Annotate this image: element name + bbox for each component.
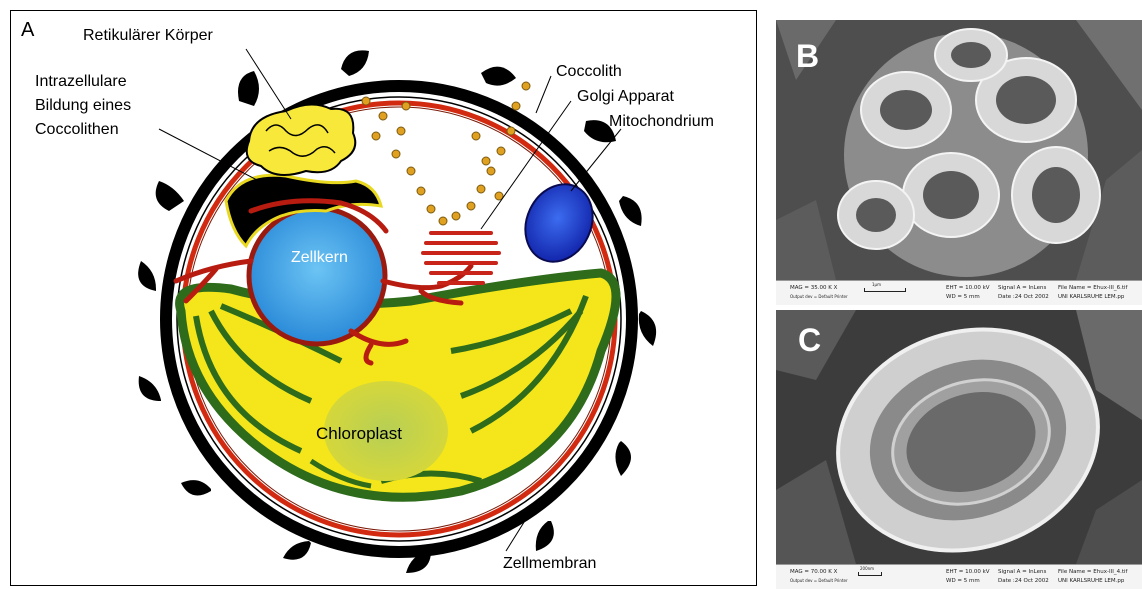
label-golgi-apparat: Golgi Apparat [577, 88, 674, 106]
panel-c-date: Date :24 Oct 2002 [998, 578, 1049, 584]
panel-b-scalebar [864, 288, 906, 292]
panel-a-letter: A [21, 19, 34, 42]
panel-b-date: Date :24 Oct 2002 [998, 294, 1049, 300]
panel-c-signal: Signal A = InLens [998, 569, 1046, 575]
panel-c-mag: MAG = 70.00 K X [790, 569, 837, 575]
panel-b-file: File Name = Ehux-III_6.tif [1058, 285, 1127, 291]
panel-c-scale-text: 200nm [860, 566, 874, 571]
label-chloroplast: Chloroplast [316, 424, 402, 444]
panel-b-mag: MAG = 35.00 K X [790, 285, 837, 291]
panel-b-signal: Signal A = InLens [998, 285, 1046, 291]
panel-c-file: File Name = Ehux-III_4.tif [1058, 569, 1127, 575]
label-intrazellulare: Intrazellulare [35, 73, 127, 91]
panel-c-footer: MAG = 70.00 K X Output dev = Default Pri… [776, 564, 1142, 589]
panel-c-scalebar [858, 572, 882, 576]
panel-a-cell-diagram: A Retikulärer Körper Intrazellulare Bild… [10, 10, 757, 586]
label-coccolithen: Coccolithen [35, 121, 119, 139]
label-retikularer-korper: Retikulärer Körper [83, 27, 213, 45]
panel-b-scale-text: 1μm [872, 282, 881, 287]
label-bildung-eines: Bildung eines [35, 97, 131, 115]
panel-c-sem-image: C MAG = 70.00 K X Output dev = Default P… [776, 310, 1142, 589]
panel-c-letter: C [798, 322, 821, 359]
label-zellmembran: Zellmembran [503, 555, 596, 573]
panel-b-org: UNI KARLSRUHE LEM.pp [1058, 294, 1124, 300]
panel-c-wd: WD = 5 mm [946, 578, 980, 584]
panel-c-output: Output dev = Default Printer [790, 578, 848, 583]
forming-coccolith [247, 104, 356, 175]
panel-b-letter: B [796, 38, 819, 75]
panel-b-sem-image: B MAG = 35.00 K X Output dev = Default P… [776, 20, 1142, 305]
panel-b-eht: EHT = 10.00 kV [946, 285, 990, 291]
label-zellkern: Zellkern [291, 249, 348, 267]
panel-b-output: Output dev = Default Printer [790, 294, 848, 299]
panel-c-org: UNI KARLSRUHE LEM.pp [1058, 578, 1124, 584]
label-coccolith: Coccolith [556, 63, 622, 81]
panel-b-footer: MAG = 35.00 K X Output dev = Default Pri… [776, 280, 1142, 305]
panel-b-wd: WD = 5 mm [946, 294, 980, 300]
coccosphere-svg [776, 20, 1142, 280]
label-mitochondrium: Mitochondrium [609, 113, 714, 131]
panel-c-eht: EHT = 10.00 kV [946, 569, 990, 575]
nucleus [249, 208, 385, 344]
coccolith-svg [776, 310, 1142, 564]
